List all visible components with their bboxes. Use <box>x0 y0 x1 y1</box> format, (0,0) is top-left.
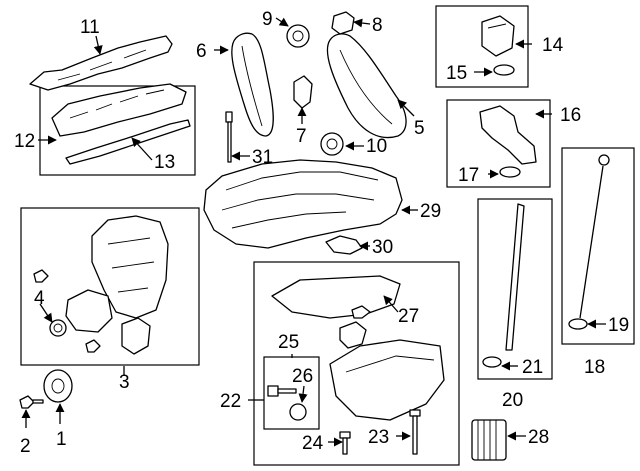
cam-sprocket <box>286 24 310 48</box>
callout-2: 2 <box>20 436 31 457</box>
callout-24: 24 <box>302 433 324 454</box>
group-box-oil-cap <box>435 5 529 88</box>
callout-17: 17 <box>458 165 479 186</box>
callout-13: 13 <box>154 152 175 173</box>
cover-bolt <box>33 269 49 283</box>
long-bolt <box>225 111 233 163</box>
callout-1: 1 <box>56 429 67 450</box>
callout-22: 22 <box>220 391 241 412</box>
callout-27: 27 <box>398 306 419 327</box>
oil-pan-baffle <box>271 275 401 319</box>
group-box-dipstick <box>561 147 635 345</box>
group-box-dipstick-tube <box>477 198 553 380</box>
oil-filler-cap <box>481 15 515 57</box>
cover-seal-housing <box>65 289 113 333</box>
callout-5: 5 <box>414 118 425 139</box>
callout-29: 29 <box>420 201 441 222</box>
crank-sprocket <box>320 132 344 156</box>
pickup-bolt <box>351 305 371 319</box>
callout-7: 7 <box>296 126 307 147</box>
oil-pan <box>329 339 445 421</box>
timing-cover <box>91 215 169 319</box>
drain-plug-seal <box>289 403 307 421</box>
intake-manifold <box>203 159 403 249</box>
water-pump <box>121 317 151 355</box>
pulley-bolt <box>19 395 44 409</box>
group-box-oil-filler-tube <box>446 99 551 188</box>
callout-14: 14 <box>542 35 564 56</box>
callout-30: 30 <box>372 237 393 258</box>
dipstick-tube-o-ring <box>482 356 502 368</box>
chain-guide <box>293 75 313 109</box>
engine-cover <box>29 35 173 91</box>
callout-4: 4 <box>34 288 45 309</box>
timing-chain <box>231 32 274 137</box>
dipstick-o-ring <box>568 318 588 330</box>
callout-3: 3 <box>119 372 130 393</box>
front-seal <box>49 319 67 337</box>
oil-pan-bolt-short <box>339 431 351 455</box>
callout-23: 23 <box>368 427 389 448</box>
crank-pulley <box>43 369 73 403</box>
callout-6: 6 <box>196 41 207 62</box>
dipstick-tube <box>505 203 525 351</box>
callout-16: 16 <box>560 105 581 126</box>
group-box-timing-cover <box>20 207 200 366</box>
callout-21: 21 <box>522 357 543 378</box>
drain-plug <box>267 385 297 397</box>
housing-bolt <box>85 339 101 353</box>
secondary-timing-chain <box>326 33 407 139</box>
callout-9: 9 <box>262 9 273 30</box>
oil-dipstick <box>579 154 610 319</box>
callout-25: 25 <box>278 332 299 353</box>
valve-cover-gasket <box>65 119 191 165</box>
callout-31: 31 <box>252 147 273 168</box>
callout-26: 26 <box>292 366 313 387</box>
callout-12: 12 <box>14 131 35 152</box>
callout-8: 8 <box>372 15 383 36</box>
oil-pan-bolt-long <box>409 409 421 455</box>
callout-11: 11 <box>80 17 100 38</box>
manifold-gasket <box>325 235 363 255</box>
group-box-intake-cover <box>39 85 196 176</box>
callout-18: 18 <box>584 357 605 378</box>
callout-10: 10 <box>366 136 387 157</box>
tube-o-ring <box>499 166 521 178</box>
oil-filler-tube <box>479 105 537 165</box>
oil-filter <box>471 419 507 461</box>
chain-tensioner <box>331 11 355 35</box>
callout-28: 28 <box>528 427 549 448</box>
callout-20: 20 <box>502 390 523 411</box>
valve-cover <box>51 83 187 137</box>
cap-o-ring <box>493 64 515 76</box>
oil-pickup <box>339 321 367 349</box>
group-box-oil-pan <box>253 261 460 466</box>
callout-15: 15 <box>446 63 467 84</box>
callout-19: 19 <box>608 315 629 336</box>
